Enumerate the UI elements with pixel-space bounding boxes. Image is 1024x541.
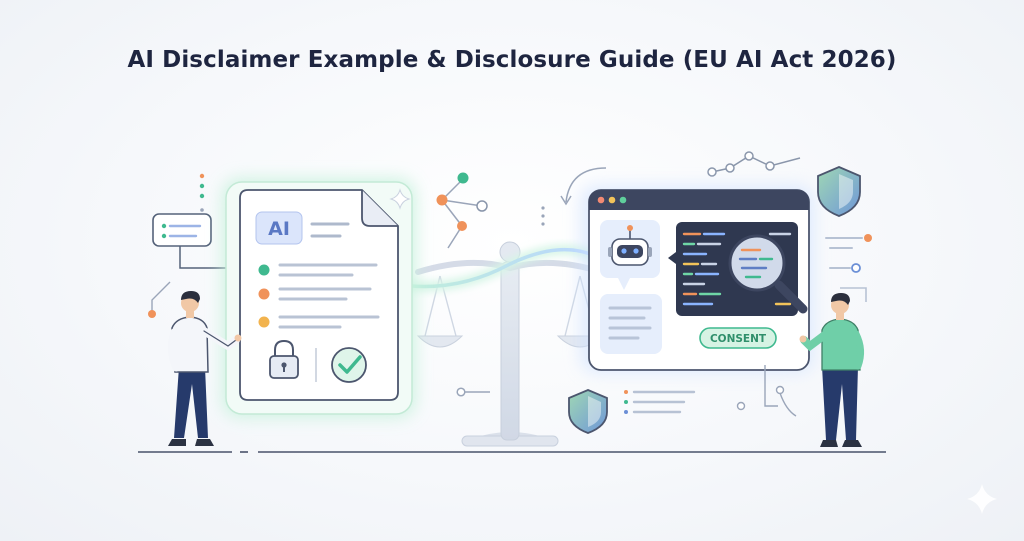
person-right	[799, 293, 865, 447]
shield-icon	[817, 166, 861, 217]
browser-window: CONSENT	[580, 185, 814, 373]
corner-sparkle-icon	[967, 484, 997, 514]
robot-icon	[608, 225, 652, 266]
side-connector-left	[148, 281, 171, 318]
window-maximize-dot	[619, 196, 627, 204]
ai-badge: AI	[268, 218, 290, 240]
window-close-dot	[597, 196, 605, 204]
window-minimize-dot	[608, 196, 616, 204]
page-title: AI Disclaimer Example & Disclosure Guide…	[127, 47, 897, 73]
check-circle-icon	[331, 347, 367, 383]
network-graph-icon	[436, 172, 488, 249]
consent-button[interactable]: CONSENT	[699, 327, 777, 349]
consent-button-label: CONSENT	[710, 333, 767, 345]
trend-line-icon	[707, 151, 801, 177]
document-card: AI	[222, 178, 416, 418]
shield-small-icon	[568, 389, 608, 434]
person-left	[167, 291, 242, 446]
side-connectors-right	[456, 234, 872, 417]
list-lines	[624, 390, 696, 414]
magnifier-icon	[728, 234, 808, 314]
lock-icon	[269, 339, 299, 379]
decorative-dots	[199, 173, 545, 226]
curved-arrow-icon	[560, 167, 607, 206]
sparkle-icon	[389, 188, 411, 210]
